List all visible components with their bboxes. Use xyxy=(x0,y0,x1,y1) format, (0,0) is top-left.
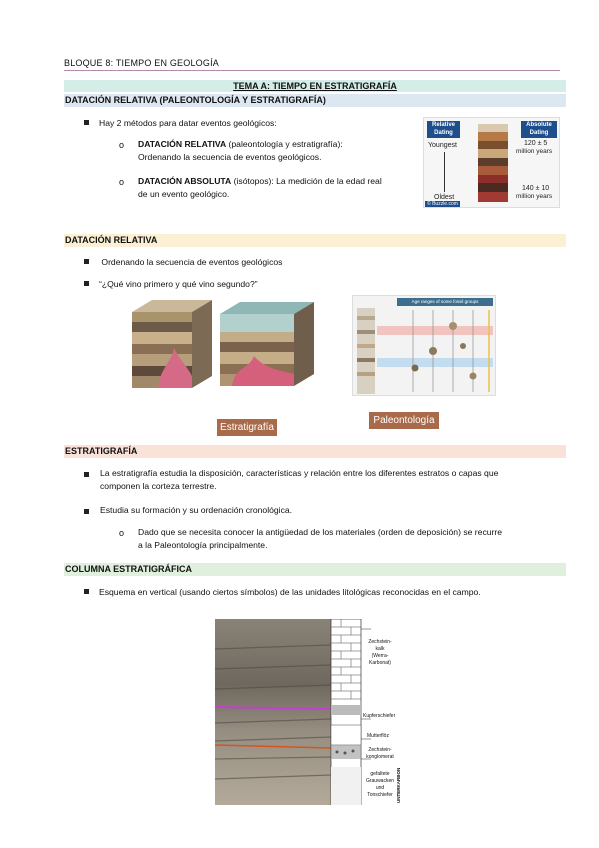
square-bullet-icon xyxy=(84,259,89,264)
label-line: und xyxy=(375,785,385,791)
absolute-dating-label: Absolute Dating xyxy=(521,121,557,138)
stratigraphy-illustration xyxy=(128,298,325,408)
relative-dating-label: Relative Dating xyxy=(427,121,460,138)
rock-strata-stack xyxy=(478,124,508,202)
oldest-label: Oldest xyxy=(434,194,455,201)
bullet-text: Hay 2 métodos para datar eventos geológi… xyxy=(99,118,277,128)
stratigraphic-column-figure: Zechstein- kalk (Werra- Karbonat) Kupfer… xyxy=(214,618,412,806)
section-heading-stratigraphy: ESTRATIGRAFÍA xyxy=(64,445,566,458)
square-bullet-icon xyxy=(84,281,89,286)
label-estratigrafia: Estratigrafía xyxy=(217,419,277,436)
bullet-text: “¿Qué vino primero y qué vino segundo?” xyxy=(99,279,258,289)
sub-item-relative: DATACIÓN RELATIVA (paleontología y estra… xyxy=(138,138,343,164)
bottom-age-unit: million years xyxy=(516,193,553,200)
header-rule xyxy=(64,70,560,71)
arrow-shaft xyxy=(444,152,445,192)
bullet-text: Estudia su formación y su ordenación cro… xyxy=(100,505,293,515)
sub-item-absolute: DATACIÓN ABSOLUTA (isótopos): La medició… xyxy=(138,175,382,201)
label-line: Grauwacken xyxy=(365,778,395,784)
bottom-age: 140 ± 10 xyxy=(522,185,550,192)
label-line: Karbonat) xyxy=(369,660,391,666)
sub-item-text: (paleontología y estratigrafía): xyxy=(226,139,343,149)
bullet-text: componen la corteza terrestre. xyxy=(100,481,217,491)
sub-item-text: de un evento geológico. xyxy=(138,189,230,199)
topic-title: TEMA A: TIEMPO EN ESTRATIGRAFÍA xyxy=(64,80,566,92)
figure-credit: © Buzzle.com xyxy=(425,201,460,207)
sub-item-text: (isótopos): La medición de la edad real xyxy=(231,176,382,186)
column-label-konglomerat: Zechstein- konglomerat xyxy=(365,747,395,761)
sub-item-bold: DATACIÓN RELATIVA xyxy=(138,139,227,149)
bullet-item: Ordenando la secuencia de eventos geológ… xyxy=(84,256,282,269)
square-bullet-icon xyxy=(84,472,89,477)
square-bullet-icon xyxy=(84,509,89,514)
square-bullet-icon xyxy=(84,589,89,594)
dating-figure: Relative Dating Absolute Dating Youngest… xyxy=(423,117,560,208)
label-paleontologia: Paleontología xyxy=(369,412,439,429)
paleontology-illustration: Age ranges of some fossil groups xyxy=(352,295,496,396)
bullet-item: Esquema en vertical (usando ciertos símb… xyxy=(84,586,481,599)
label-line: Zechstein- xyxy=(368,639,392,645)
circle-bullet-icon: o xyxy=(119,140,125,150)
label-line: gefaltete xyxy=(370,771,390,777)
sub-item-text: Dado que se necesita conocer la antigüed… xyxy=(138,527,503,537)
bullet-text: Esquema en vertical (usando ciertos símb… xyxy=(99,587,481,597)
label-line: (Werra- xyxy=(371,653,389,659)
rock-outcrop-photo xyxy=(214,618,371,806)
bullet-text: Ordenando la secuencia de eventos geológ… xyxy=(99,257,283,267)
paleo-chart-drawing xyxy=(357,308,493,394)
strata-blocks-drawing xyxy=(132,300,314,388)
column-side-label: UNTERKARBON xyxy=(396,767,401,803)
label-line: konglomerat xyxy=(366,754,394,760)
top-age: 120 ± 5 xyxy=(524,140,548,147)
section-heading-stratigraphic-column: COLUMNA ESTRATIGRÁFICA xyxy=(64,563,566,576)
label-line: Tonschiefer xyxy=(367,792,393,798)
top-age-unit: million years xyxy=(516,148,553,155)
column-label-kupferschiefer: Kupferschiefer xyxy=(363,713,396,719)
circle-bullet-icon: o xyxy=(119,528,125,538)
paleo-chart-title: Age ranges of some fossil groups xyxy=(397,298,493,306)
sub-item-text-block: Dado que se necesita conocer la antigüed… xyxy=(138,526,566,552)
sub-item-bold: DATACIÓN ABSOLUTA xyxy=(138,176,232,186)
square-bullet-icon xyxy=(84,120,89,125)
bullet-text-block: La estratigrafía estudia la disposición,… xyxy=(100,467,566,493)
document-header: BLOQUE 8: TIEMPO EN GEOLOGÍA xyxy=(64,58,219,68)
bullet-item: Hay 2 métodos para datar eventos geológi… xyxy=(84,117,277,130)
column-label-grauwacken: gefaltete Grauwacken und Tonschiefer xyxy=(365,771,395,799)
circle-bullet-icon: o xyxy=(119,177,125,187)
bullet-text: La estratigrafía estudia la disposición,… xyxy=(100,468,499,478)
label-line: Zechstein- xyxy=(368,747,392,753)
sub-item-text: a la Paleontología principalmente. xyxy=(138,540,268,550)
youngest-label: Youngest xyxy=(428,142,457,149)
column-label-mutterfloz: Mutterflöz xyxy=(367,733,389,739)
bullet-item: “¿Qué vino primero y qué vino segundo?” xyxy=(84,278,258,291)
sub-item-text: Ordenando la secuencia de eventos geológ… xyxy=(138,152,322,162)
label-line: kalk xyxy=(375,646,385,652)
column-label-zechsteinkalk: Zechstein- kalk (Werra- Karbonat) xyxy=(365,639,395,667)
section-heading-relative-dating: DATACIÓN RELATIVA (PALEONTOLOGÍA Y ESTRA… xyxy=(64,94,566,107)
section-heading-relative-dating-2: DATACIÓN RELATIVA xyxy=(64,234,566,247)
